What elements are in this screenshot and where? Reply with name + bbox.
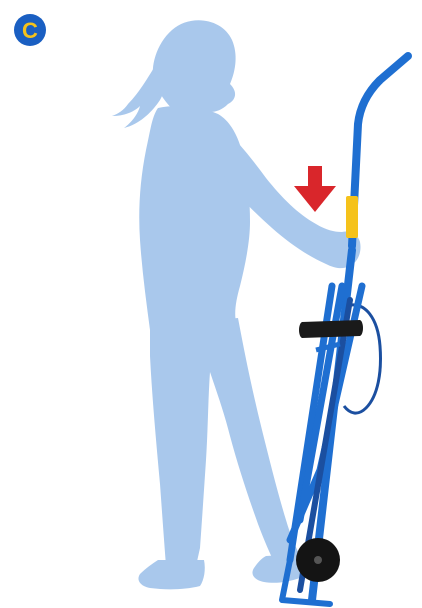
arrow-shaft [308,166,322,186]
wheel-hub [314,556,322,564]
cart-main-pole [352,56,408,246]
down-arrow-icon [294,166,336,212]
strap-band [299,320,363,338]
person-foot-left [138,560,204,589]
hand-truck [282,56,408,604]
grip-handle [346,196,358,238]
arrow-head [294,186,336,212]
person-legs [150,318,302,566]
